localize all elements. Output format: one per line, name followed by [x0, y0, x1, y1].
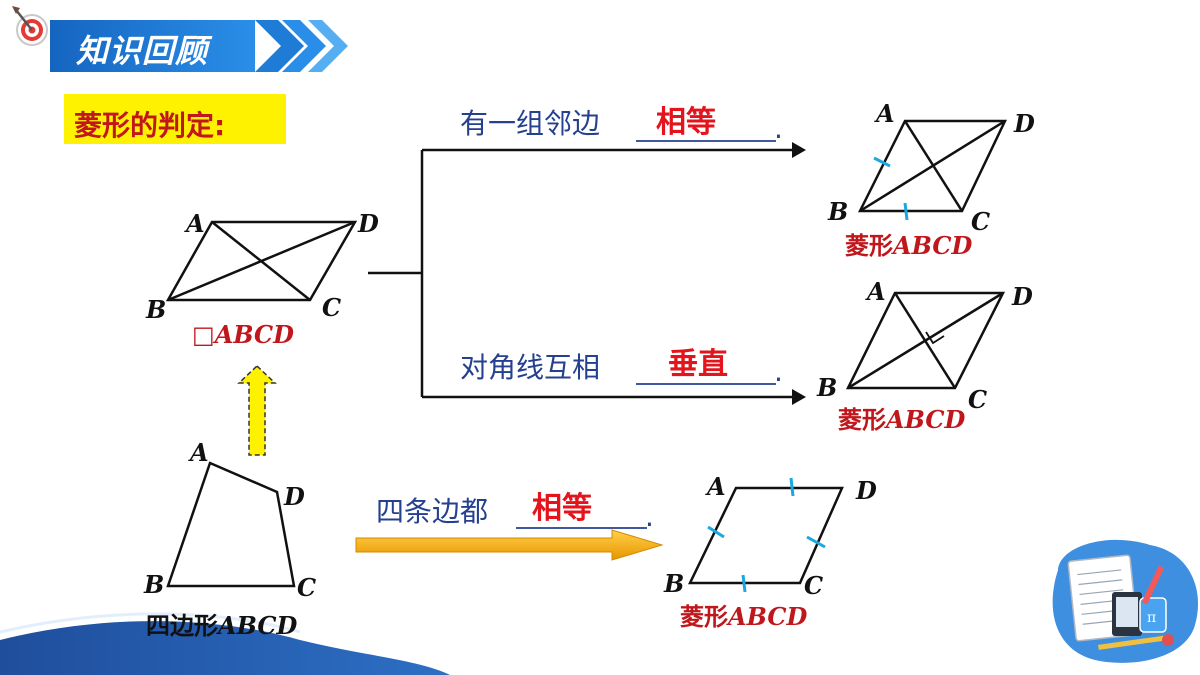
stationery-illustration: π	[1052, 539, 1198, 663]
equal-tick-ab3	[707, 525, 725, 539]
vertex-label-b: B	[146, 295, 167, 324]
right-angle-mark	[925, 331, 945, 345]
arrowhead-top	[792, 142, 806, 158]
equal-tick-bc	[903, 202, 909, 221]
parallelogram-caption: □ABCD	[192, 323, 294, 347]
parallelogram-symbol: □	[192, 320, 215, 349]
vertex-label-a: A	[707, 472, 726, 501]
equal-tick-ad	[789, 477, 795, 497]
quadrilateral-name: ABCD	[218, 611, 298, 640]
condition-answer-2: 垂直	[668, 347, 728, 382]
rhombus-figure-3	[688, 486, 844, 585]
condition-answer-3: 相等	[532, 491, 592, 526]
condition-text-2: 对角线互相	[460, 351, 601, 384]
quadrilateral-figure	[166, 461, 296, 588]
equal-tick-bc3	[741, 574, 747, 593]
vertex-label-a: A	[867, 277, 886, 306]
vertex-label-b: B	[828, 197, 849, 226]
parallelogram-figure	[165, 220, 358, 302]
vertex-label-a: A	[190, 438, 209, 467]
quadrilateral-prefix: 四边形	[146, 612, 218, 640]
wave-decoration	[0, 621, 450, 675]
rhombus-figure-2	[845, 291, 1006, 390]
rhombus-name: ABCD	[893, 231, 973, 260]
vertex-label-d: D	[856, 476, 877, 505]
condition-period-1: .	[774, 112, 783, 145]
branch-connector	[368, 148, 798, 399]
right-arrow-orange	[355, 529, 664, 561]
vertex-label-c: C	[322, 293, 342, 322]
condition-text-3: 四条边都	[376, 495, 489, 528]
vertex-label-d: D	[284, 482, 305, 511]
rhombus-prefix: 菱形	[845, 231, 893, 260]
rhombus-name: ABCD	[886, 405, 966, 434]
vertex-label-a: A	[186, 209, 205, 238]
svg-text:π: π	[1147, 610, 1156, 626]
vertex-label-a: A	[876, 99, 895, 128]
vertex-label-c: C	[297, 573, 317, 602]
condition-period-2: .	[774, 355, 783, 388]
rhombus-caption-2: 菱形ABCD	[838, 408, 965, 432]
parallelogram-name: ABCD	[214, 320, 294, 349]
rhombus-caption-3: 菱形ABCD	[680, 605, 807, 629]
arrowhead-bottom	[792, 389, 806, 405]
vertex-label-b: B	[817, 373, 838, 402]
section-banner	[50, 20, 348, 72]
vertex-label-d: D	[358, 209, 379, 238]
rhombus-prefix: 菱形	[838, 405, 886, 434]
condition-text-1: 有一组邻边	[460, 107, 601, 140]
quadrilateral-caption: 四边形ABCD	[146, 611, 298, 640]
rhombus-figure-1	[857, 119, 1007, 213]
vertex-label-c: C	[968, 385, 988, 414]
vertex-label-d: D	[1014, 109, 1035, 138]
topic-label-box: 菱形的判定:	[64, 94, 286, 144]
vertex-label-b: B	[144, 570, 165, 599]
vertex-label-c: C	[804, 571, 824, 600]
target-icon	[12, 6, 48, 46]
vertex-label-c: C	[971, 207, 991, 236]
vertex-label-b: B	[664, 569, 685, 598]
equal-tick-ab	[873, 156, 891, 168]
condition-answer-1: 相等	[656, 105, 716, 140]
rhombus-name: ABCD	[728, 602, 808, 631]
equal-tick-dc	[806, 535, 826, 549]
vertex-label-d: D	[1012, 282, 1033, 311]
section-title: 知识回顾	[76, 32, 209, 70]
rhombus-caption-1: 菱形ABCD	[845, 234, 972, 258]
topic-label: 菱形的判定:	[74, 109, 226, 142]
rhombus-prefix: 菱形	[680, 602, 728, 631]
up-arrow	[237, 364, 277, 456]
condition-period-3: .	[645, 500, 654, 533]
